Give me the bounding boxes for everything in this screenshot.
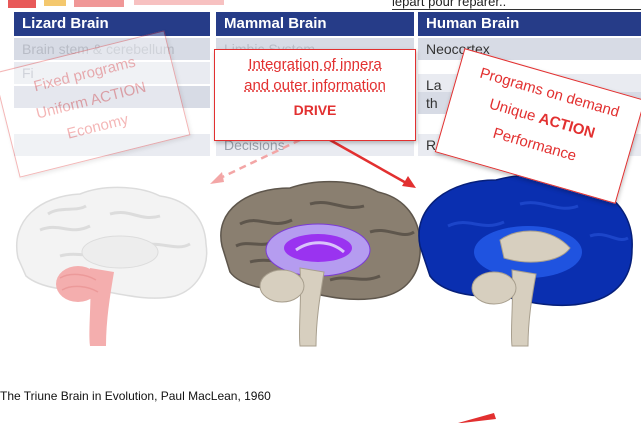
cell-r3-lizard	[14, 86, 210, 108]
cell-r4-lizard	[14, 134, 210, 156]
human-card-line-2-normal: Unique	[487, 95, 542, 127]
mammal-brain-illustration	[220, 180, 421, 347]
col-header-lizard: Lizard Brain	[14, 12, 210, 36]
arrow-to-lizard	[210, 138, 301, 184]
human-card-line-2-bold: ACTION	[536, 109, 597, 143]
header-logo-strip	[8, 0, 224, 8]
mammal-card-line-1: Integration of innera	[248, 56, 382, 73]
lizard-brain-illustration	[15, 186, 208, 346]
header-rule	[392, 9, 641, 10]
cell-r2-lizard: Fi	[14, 62, 210, 84]
header-partial-text: lepart pour reparer..	[392, 0, 507, 9]
mammal-card: Integration of innera and outer informat…	[214, 49, 416, 141]
caption: The Triune Brain in Evolution, Paul MacL…	[0, 389, 271, 403]
arrow-to-human	[329, 138, 416, 188]
col-header-human: Human Brain	[418, 12, 641, 36]
human-brain-illustration	[418, 174, 633, 347]
top-sliver: lepart pour reparer..	[0, 0, 641, 10]
mammal-card-line-2: and outer information	[244, 77, 386, 94]
col-header-mammal: Mammal Brain	[216, 12, 414, 36]
mammal-card-drive: DRIVE	[293, 102, 337, 118]
cell-r1-lizard: Brain stem & cerebellum	[14, 38, 210, 60]
bottom-red-mark	[458, 413, 496, 423]
